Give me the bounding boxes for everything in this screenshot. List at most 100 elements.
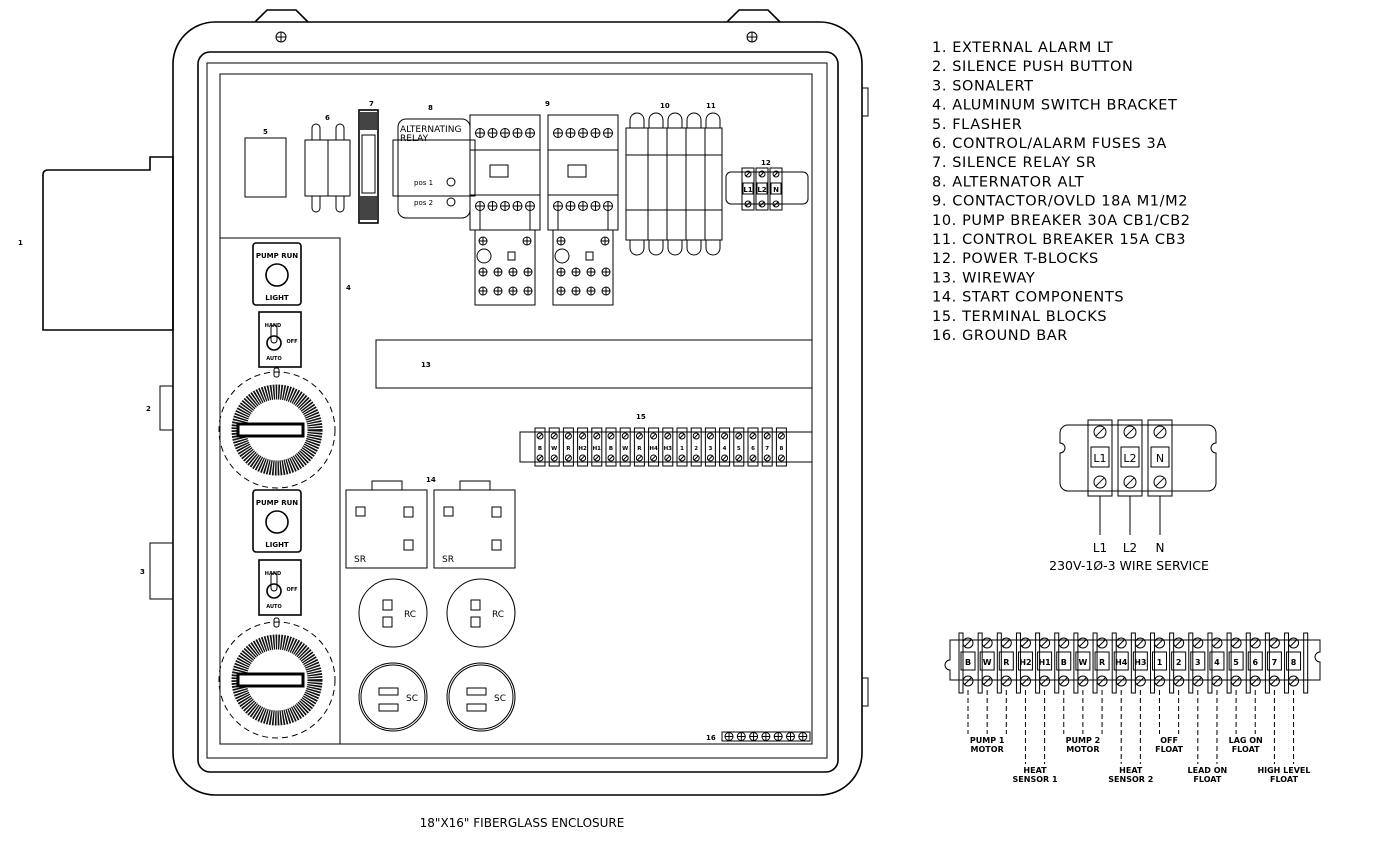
screw-slot [773,201,779,207]
contactor-window [489,164,509,178]
screw-slot [722,433,728,439]
terminal-label: R [637,446,642,452]
screw-icon [1230,675,1242,687]
group-label: MOTOR [971,745,1004,754]
screw-icon [635,432,643,440]
screw-icon [1039,675,1051,687]
screw-icon [749,432,757,440]
screw-slot [565,455,571,461]
legend-item: 9. CONTACTOR/OVLD 18A M1/M2 [932,194,1188,210]
terminal-label-box [1113,651,1129,671]
screw-icon [981,675,993,687]
terminal-label-box [1037,651,1053,671]
relay-terminal [355,506,366,517]
terminal [747,427,759,467]
screw-cross [513,128,522,138]
screw-slot [1270,639,1279,647]
pilot-light-lens [265,263,289,287]
terminal-label: H4 [1115,658,1128,667]
wire-label: L1 [1093,541,1107,555]
terminal-separator [996,632,1002,694]
terminal-label-box [1094,651,1110,671]
screw-slot [736,455,742,461]
screw-slot [651,433,657,439]
screw-icon [664,432,672,440]
terminal-label: B [538,446,542,452]
screw-slot [594,433,600,439]
screw-cross [737,732,746,741]
screw-icon [1000,637,1012,649]
hand-label: HAND [265,323,281,329]
screw-cross [601,237,609,245]
flasher [244,137,287,198]
screw-cross [725,732,733,741]
terminal-separator [958,632,964,694]
overload-2 [552,229,614,306]
ground-bar-body [721,731,811,742]
sonalert [149,542,174,600]
screw-icon [735,432,743,440]
screw-slot [636,433,642,439]
screw-icon [1154,675,1165,687]
cap-terminal [470,599,481,611]
terminal [633,427,645,467]
screw-icon [758,200,766,208]
group-label: FLOAT [1155,745,1183,754]
terminal-label-box [756,182,768,195]
pos1-label: pos 1 [414,179,433,187]
screw-slot [750,433,756,439]
pump-run-light [252,489,302,553]
timer-dial-ring [218,371,336,489]
screw-slot [608,433,614,439]
terminal-label: W [983,658,992,667]
screw-slot [537,455,543,461]
screw-icon [692,432,700,440]
screw-icon [1153,475,1167,489]
screw-icon [1058,675,1070,687]
hand-label: HAND [265,571,281,577]
screw-icon [550,454,558,462]
terminal-label: H4 [649,446,658,452]
screw-icon [1230,637,1242,649]
legend-item: 2. SILENCE PUSH BUTTON [932,59,1133,75]
group-label: SENSOR 1 [1013,775,1058,784]
silence-push-button [159,385,174,431]
screw-slot [722,455,728,461]
screw-icon [1039,637,1051,649]
screw-cross [566,128,575,138]
terminal [690,427,702,467]
terminal-separator [1150,632,1155,694]
screw-icon [772,170,780,178]
toggle-base [266,583,282,599]
terminal-separator [1245,632,1251,694]
screw-icon [721,454,729,462]
callout-14: 14 [426,476,436,484]
screw-cross [557,237,565,245]
callout-11: 11 [706,102,716,110]
terminal-label-box [1132,651,1148,671]
sub-panel [219,73,813,745]
cap-terminal [470,616,481,628]
legend-item: 4. ALUMINUM SWITCH BRACKET [932,98,1178,114]
legend-item: 5. FLASHER [932,117,1022,133]
terminal [719,427,731,467]
screw-slot [565,433,571,439]
screw-slot [1155,677,1164,685]
terminal-label: L1 [1093,452,1106,465]
terminal [704,427,716,467]
screw-cross [475,201,485,211]
screw-icon [650,432,658,440]
relay-label: SR [442,555,454,565]
screw-icon [1211,637,1223,649]
terminal-label-box [1247,651,1263,671]
legend-item: 16. GROUND BAR [932,328,1068,344]
screw-cross [591,128,600,138]
cap-terminal [382,599,393,611]
pump-run-label: PUMP RUN [256,252,298,260]
contactor-lines [548,149,618,230]
group-label: OFF [1160,736,1178,745]
